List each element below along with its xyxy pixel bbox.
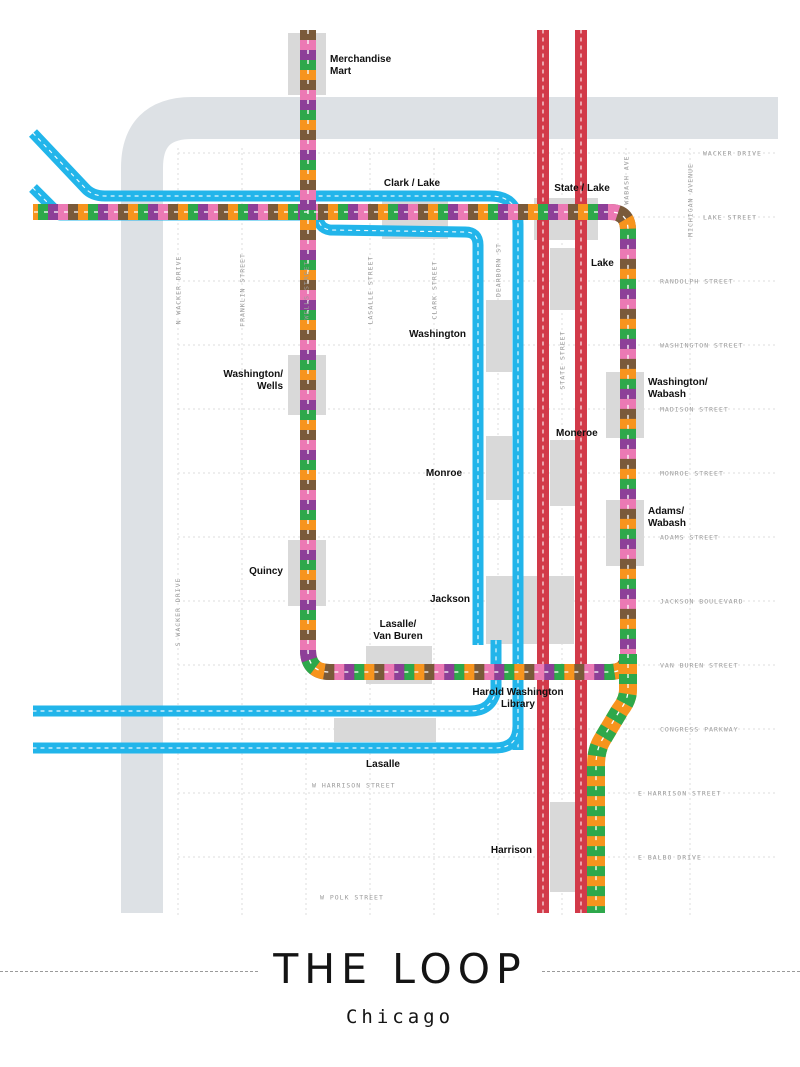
adams-wabash-station-label-line-1: Adams/: [648, 506, 684, 517]
chicago-river-shape: [121, 97, 778, 913]
jackson-boulevard-label: JACKSON BOULEVARD: [660, 598, 744, 606]
harrison-station-label-line-1: Harrison: [491, 845, 532, 856]
lake-street-label: LAKE STREET: [703, 214, 757, 222]
street-labels-layer: WACKER DRIVE LAKE STREET RANDOLPH STREET WA…: [174, 150, 762, 902]
lasalle-street-label: LASALLE STREET: [367, 256, 375, 325]
monroe-platform: [486, 436, 512, 500]
jackson-station-label: Jackson: [430, 594, 470, 605]
w-harrison-street-label: W HARRISON STREET: [312, 782, 396, 790]
green-orange-south-branch: [587, 654, 637, 913]
washington-wabash-station-label-line-2: Wabash: [648, 389, 686, 400]
title-rule-right: [542, 971, 800, 972]
randolph-street-label: RANDOLPH STREET: [660, 278, 734, 286]
monroe-station-label-line-1: Monroe: [426, 468, 463, 479]
moneroe-station-label: Moneroe: [556, 428, 598, 439]
lasalle-van-buren-station-label-line-1: Lasalle/: [380, 619, 417, 630]
jackson-platform: [486, 576, 574, 644]
moneroe-station-label-line-1: Moneroe: [556, 428, 598, 439]
blue-line-lower-2: [32, 699, 524, 754]
wabash-ave-label: WABASH AVE: [623, 155, 631, 204]
washington-platform: [486, 300, 512, 372]
van-buren-street-label: VAN BUREN STREET: [660, 662, 739, 670]
clark-lake-station-label-line-1: Clark / Lake: [384, 178, 441, 189]
loop-ribbon-band-0: [33, 30, 636, 680]
franklin-street-label: FRANKLIN STREET: [239, 253, 247, 327]
loop-transit-map: WACKER DRIVE LAKE STREET RANDOLPH STREET WA…: [29, 29, 778, 918]
e-harrison-street-label: E HARRISON STREET: [638, 790, 722, 798]
adams-street-label: ADAMS STREET: [660, 534, 719, 542]
quincy-station-label-line-1: Quincy: [249, 566, 283, 577]
monroe-station-label: Monroe: [426, 468, 463, 479]
washington-wells-station-label-line-1: Washington/: [223, 369, 283, 380]
street-grid-layer: [177, 148, 778, 918]
adams-wabash-station-label-line-2: Wabash: [648, 518, 686, 529]
congress-parkway-label: CONGRESS PARKWAY: [660, 726, 739, 734]
poster-subtitle: Chicago: [345, 1006, 455, 1028]
title-rule-left: [0, 971, 258, 972]
washington-wells-station-label: Washington/Wells: [223, 369, 283, 392]
lake-station-label: Lake: [591, 258, 614, 269]
e-balbo-drive-label: E BALBO DRIVE: [638, 854, 702, 862]
adams-wabash-station-label: Adams/Wabash: [648, 506, 686, 529]
south-branch-chevrons: [595, 654, 629, 913]
jackson-station-label-line-1: Jackson: [430, 594, 470, 605]
w-polk-street-label: W POLK STREET: [320, 894, 384, 902]
poster-title: THE LOOP: [273, 945, 527, 993]
washington-wabash-station-label-line-1: Washington/: [648, 377, 708, 388]
madison-street-label: MADISON STREET: [660, 406, 729, 414]
lasalle-platform: [334, 718, 436, 742]
state-street-label: STATE STREET: [559, 331, 567, 390]
lasalle-station-label: Lasalle: [366, 759, 400, 770]
blue-line-upper-chevrons: [32, 132, 519, 751]
loop-ribbon-band-3: [33, 30, 636, 680]
wells-street-label: WELLS STREET: [303, 261, 311, 320]
harrison-station-label: Harrison: [491, 845, 532, 856]
lasalle-van-buren-station-label: Lasalle/Van Buren: [373, 619, 422, 642]
washington-station-label-line-1: Washington: [409, 329, 466, 340]
transit-lines-layer: [29, 29, 637, 914]
washington-station-label: Washington: [409, 329, 466, 340]
lasalle-station-label-line-1: Lasalle: [366, 759, 400, 770]
blue-line-lower-2-chevrons: [32, 699, 519, 749]
lake-station-label-line-1: Lake: [591, 258, 614, 269]
washington-wells-station-label-line-2: Wells: [257, 381, 283, 392]
merchandise-mart-station-label-line-1: Merchandise: [330, 54, 392, 65]
monroe-street-label: MONROE STREET: [660, 470, 724, 478]
dearborn-st-label: DEARBORN ST: [495, 243, 503, 297]
blue-line-lower-1-chevrons: [32, 639, 497, 712]
wacker-drive-label: WACKER DRIVE: [703, 150, 762, 158]
clark-street-label: CLARK STREET: [431, 261, 439, 320]
merchandise-mart-station-label-line-2: Mart: [330, 66, 352, 77]
state-lake-station-label: State / Lake: [554, 183, 610, 194]
washington-wabash-station-label: Washington/Wabash: [648, 377, 708, 400]
clark-lake-station-label: Clark / Lake: [384, 178, 441, 189]
s-wacker-drive-label: S WACKER DRIVE: [174, 578, 182, 647]
harold-washington-library-station-label-line-1: Harold Washington: [472, 687, 563, 698]
quincy-station-label: Quincy: [249, 566, 283, 577]
blue-line-lower-1: [32, 639, 502, 717]
state-lake-station-label-line-1: State / Lake: [554, 183, 610, 194]
lasalle-van-buren-station-label-line-2: Van Buren: [373, 631, 422, 642]
river-and-expressway-layer: [121, 97, 778, 913]
harold-washington-library-station-label-line-2: Library: [501, 699, 535, 710]
n-wacker-drive-label: N WACKER DRIVE: [175, 256, 183, 325]
washington-street-label: WASHINGTON STREET: [660, 342, 744, 350]
michigan-avenue-label: MICHIGAN AVENUE: [687, 163, 695, 237]
